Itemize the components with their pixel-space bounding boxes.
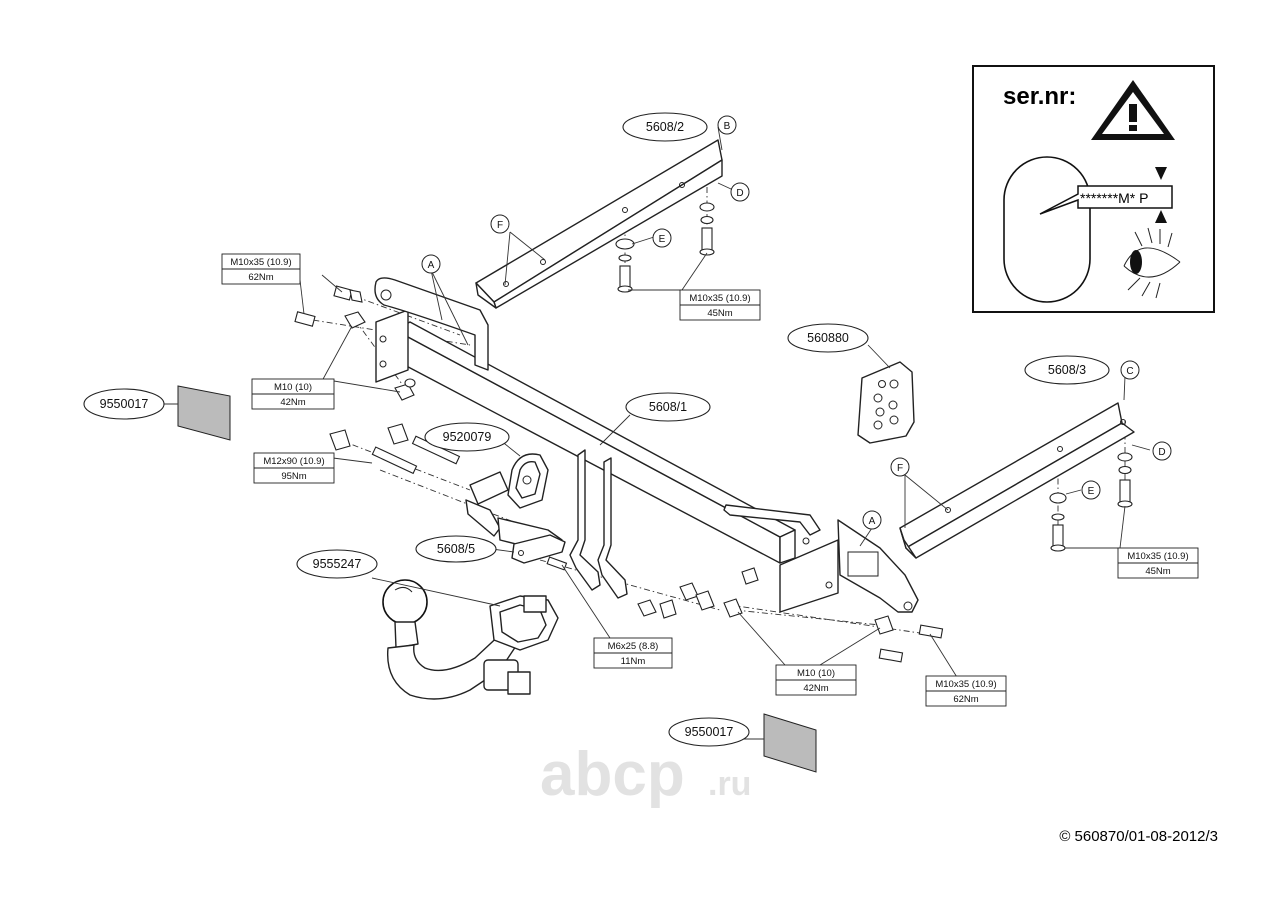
svg-text:A: A xyxy=(869,516,876,527)
svg-text:M6x25 (8.8): M6x25 (8.8) xyxy=(608,641,659,652)
part-number: 560880 xyxy=(807,331,849,345)
part-label-socket-plate: 9520079 xyxy=(424,422,510,452)
svg-text:M10x35 (10.9): M10x35 (10.9) xyxy=(689,293,750,304)
part-label-crossbar: 5608/1 xyxy=(625,392,711,422)
part-number: 9555247 xyxy=(313,557,362,571)
svg-text:95Nm: 95Nm xyxy=(281,471,306,482)
part-label-bracket-small: 5608/5 xyxy=(415,535,497,563)
svg-text:M10x35 (10.9): M10x35 (10.9) xyxy=(230,257,291,268)
part-number: 9550017 xyxy=(100,397,149,411)
arrow-up-icon xyxy=(1155,210,1167,223)
svg-text:M10x35 (10.9): M10x35 (10.9) xyxy=(935,679,996,690)
torque-box-mid-center: M10 (10) 42Nm xyxy=(775,664,857,696)
part-label-ball: 9555247 xyxy=(296,549,378,579)
bracket-small xyxy=(511,534,566,564)
bolts-right xyxy=(1049,452,1133,552)
arrow-down-icon xyxy=(1155,167,1167,180)
serial-title: ser.nr: xyxy=(1003,83,1076,110)
svg-text:A: A xyxy=(428,260,435,271)
part-number: 9550017 xyxy=(685,725,734,739)
serial-number-panel: ser.nr: *******M* P xyxy=(972,65,1215,313)
callout-b: B xyxy=(717,115,737,135)
eye-icon xyxy=(1123,227,1181,299)
part-label-bracket-right: 5608/3 xyxy=(1024,355,1110,385)
svg-text:11Nm: 11Nm xyxy=(621,656,646,667)
svg-text:F: F xyxy=(497,220,503,231)
svg-text:45Nm: 45Nm xyxy=(1145,566,1170,577)
torque-box-bottom-right: M10x35 (10.9) 62Nm xyxy=(925,675,1007,707)
torque-box-m12: M12x90 (10.9) 95Nm xyxy=(253,452,335,484)
svg-text:F: F xyxy=(897,463,903,474)
part-label-label-plate: 560880 xyxy=(787,323,869,353)
part-label-manual-top: 9550017 xyxy=(83,388,165,420)
bracket-right xyxy=(899,402,1135,559)
part-number: 5608/3 xyxy=(1048,363,1086,377)
callout-a-right: A xyxy=(862,510,882,530)
bolts-top xyxy=(615,202,715,293)
callout-d-top: D xyxy=(730,182,750,202)
part-label-bracket-top: 5608/2 xyxy=(622,112,708,142)
torque-box-m6: M6x25 (8.8) 11Nm xyxy=(593,637,673,669)
svg-text:E: E xyxy=(659,234,666,245)
manual-bottom-book xyxy=(763,713,817,773)
svg-text:62Nm: 62Nm xyxy=(953,694,978,705)
svg-text:42Nm: 42Nm xyxy=(803,683,828,694)
callout-e-right: E xyxy=(1081,480,1101,500)
svg-text:M12x90 (10.9): M12x90 (10.9) xyxy=(263,456,324,467)
serial-plate-outline xyxy=(1003,156,1091,303)
svg-text:M10x35 (10.9): M10x35 (10.9) xyxy=(1127,551,1188,562)
part-number: 5608/2 xyxy=(646,120,684,134)
svg-text:M10 (10): M10 (10) xyxy=(797,668,835,679)
callout-e-top: E xyxy=(652,228,672,248)
torque-box-mid-left: M10 (10) 42Nm xyxy=(251,378,335,410)
svg-text:E: E xyxy=(1088,486,1095,497)
bracket-top xyxy=(475,139,723,309)
tow-ball xyxy=(382,579,559,700)
callout-f-top: F xyxy=(490,214,510,234)
label-plate xyxy=(857,361,915,444)
crossbar xyxy=(374,277,919,613)
part-number: 5608/5 xyxy=(437,542,475,556)
bolts-left xyxy=(294,285,461,475)
svg-text:62Nm: 62Nm xyxy=(248,272,273,283)
callout-c: C xyxy=(1120,360,1140,380)
svg-text:D: D xyxy=(1158,447,1165,458)
torque-box-top-middle: M10x35 (10.9) 45Nm xyxy=(679,289,761,321)
callout-d-right: D xyxy=(1152,441,1172,461)
serial-code-bubble xyxy=(1039,185,1173,215)
manual-top-book xyxy=(177,385,231,441)
torque-box-top-left: M10x35 (10.9) 62Nm xyxy=(221,253,301,285)
serial-code: *******M* P xyxy=(1080,190,1148,206)
warning-icon xyxy=(1091,80,1175,140)
svg-text:D: D xyxy=(736,188,743,199)
callout-a-left: A xyxy=(421,254,441,274)
torque-box-right: M10x35 (10.9) 45Nm xyxy=(1117,547,1199,579)
watermark: abcp .ru xyxy=(540,740,751,809)
svg-text:M10 (10): M10 (10) xyxy=(274,382,312,393)
copyright-text: © 560870/01-08-2012/3 xyxy=(1059,828,1218,845)
nuts-center xyxy=(546,556,944,663)
watermark-suffix: .ru xyxy=(708,765,751,803)
callout-f-right: F xyxy=(890,457,910,477)
svg-text:C: C xyxy=(1126,366,1133,377)
watermark-main: abcp xyxy=(540,740,685,809)
svg-text:B: B xyxy=(724,121,731,132)
part-number: 5608/1 xyxy=(649,400,687,414)
svg-text:45Nm: 45Nm xyxy=(707,308,732,319)
part-number: 9520079 xyxy=(443,430,492,444)
part-label-manual-bottom: 9550017 xyxy=(668,717,750,747)
svg-text:42Nm: 42Nm xyxy=(280,397,305,408)
